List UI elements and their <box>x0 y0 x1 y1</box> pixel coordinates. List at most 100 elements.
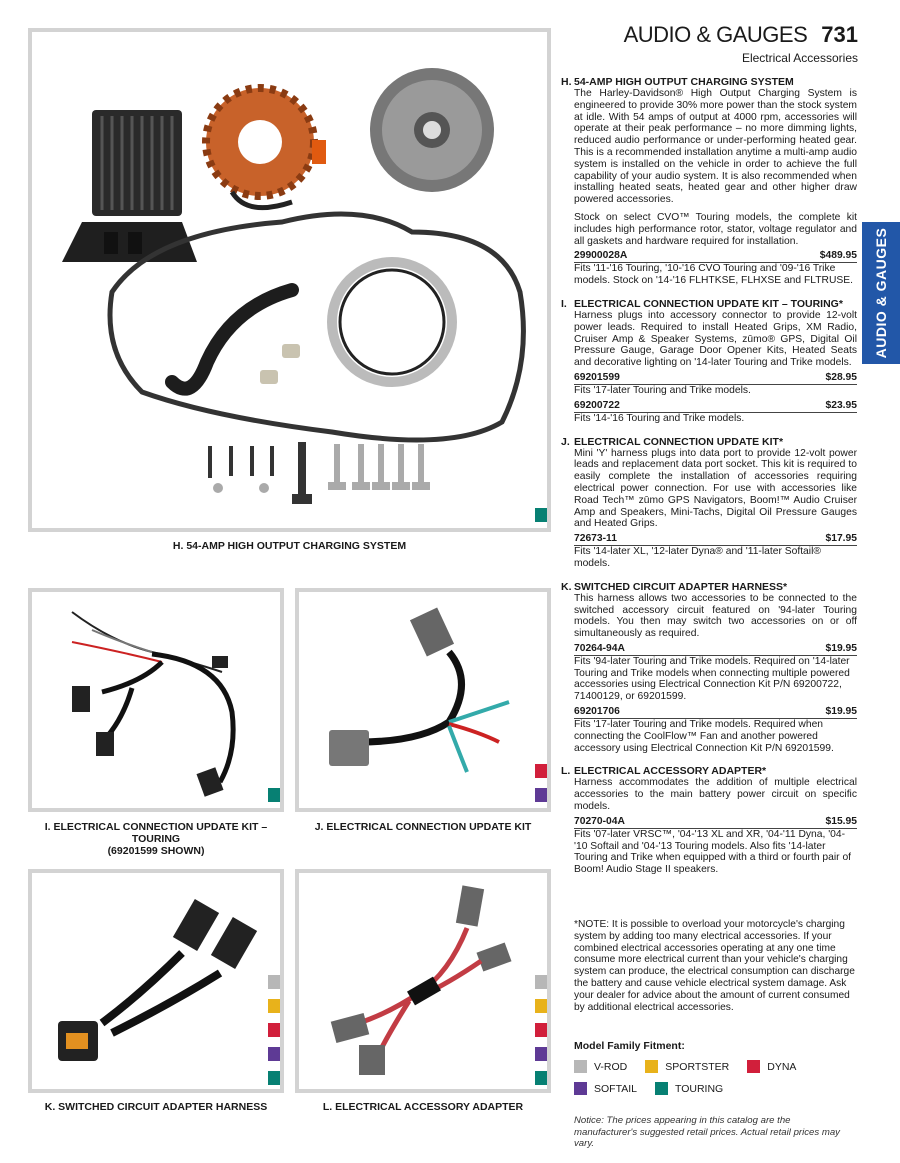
part-price: $23.95 <box>825 399 858 411</box>
charging-system-illustration <box>62 68 526 504</box>
part-fitment: Fits '17-later Touring and Trike models. <box>574 384 751 396</box>
section-j: J.ELECTRICAL CONNECTION UPDATE KIT* Mini… <box>561 436 857 570</box>
part-price: $28.95 <box>825 371 858 383</box>
part-row: 69201706 $19.95 Fits '17-later Touring an… <box>561 706 857 754</box>
fitment-swatch-sportster <box>268 999 280 1013</box>
part-price: $17.95 <box>825 533 858 545</box>
electrical-connection-kit-illustration <box>329 607 510 773</box>
image-frame-i <box>28 588 284 812</box>
section-k-description: This harness allows two accessories to b… <box>574 592 857 640</box>
fitment-legend-title: Model Family Fitment: <box>574 1040 685 1052</box>
part-fitment: Fits '94-later Touring and Trike models.… <box>574 655 850 703</box>
bushing-image <box>282 344 300 358</box>
overload-note: *NOTE: It is possible to overload your m… <box>574 919 855 1013</box>
legend-item-touring: TOURING <box>654 1082 723 1095</box>
part-number: 69200722 <box>574 399 620 411</box>
part-number: 69201706 <box>574 706 620 718</box>
part-number: 70270-04A <box>574 815 625 827</box>
section-h: H.54-AMP HIGH OUTPUT CHARGING SYSTEM The… <box>561 76 857 287</box>
part-price: $489.95 <box>819 250 857 262</box>
fitment-swatch-softail <box>268 1047 280 1061</box>
page-number: 731 <box>821 22 858 47</box>
inner-seal-image <box>327 257 457 387</box>
part-row: 70270-04A $15.95 Fits '07-later VRSC™, '0… <box>561 816 857 876</box>
caption-i-line1: I. ELECTRICAL CONNECTION UPDATE KIT – <box>44 821 268 833</box>
section-h-description: The Harley-Davidson® High Output Chargin… <box>574 88 857 206</box>
bushing-image <box>260 370 278 384</box>
electrical-connection-kit-touring-illustration <box>71 611 236 797</box>
switched-circuit-adapter-illustration <box>58 898 258 1061</box>
caption-i-line2: TOURING <box>131 833 181 845</box>
section-j-description: Mini 'Y' harness plugs into data port to… <box>574 447 857 530</box>
fitment-swatch-softail <box>535 1047 547 1061</box>
image-frame-k <box>28 869 284 1093</box>
part-number: 69201599 <box>574 371 620 383</box>
hose-image <box>165 283 299 396</box>
fitment-swatch-touring <box>268 788 280 802</box>
section-subtitle: Electrical Accessories <box>741 51 858 65</box>
rotor-image <box>370 68 494 192</box>
fitment-swatch-dyna <box>535 1023 547 1037</box>
section-l-heading: L.ELECTRICAL ACCESSORY ADAPTER* <box>561 765 767 778</box>
caption-k: K. SWITCHED CIRCUIT ADAPTER HARNESS <box>44 1101 268 1113</box>
part-row: 69200722 $23.95 Fits '14-'16 Touring and … <box>561 400 857 425</box>
fitment-swatch-vrod <box>535 975 547 989</box>
section-h-heading: H.54-AMP HIGH OUTPUT CHARGING SYSTEM <box>561 76 794 88</box>
model-family-fitment-legend: Model Family Fitment: V-ROD SPORTSTER DY… <box>574 1040 856 1104</box>
part-number: 29900028A <box>574 250 628 262</box>
electrical-accessory-adapter-illustration <box>330 885 512 1075</box>
legend-item-vrod: V-ROD <box>574 1060 627 1073</box>
price-notice: Notice: The prices appearing in this cat… <box>574 1115 840 1149</box>
part-fitment: Fits '11-'16 Touring, '10-'16 CVO Tourin… <box>574 263 854 287</box>
part-fitment: Fits '17-later Touring and Trike models.… <box>574 719 834 754</box>
part-price: $15.95 <box>825 815 858 827</box>
stator-image <box>202 84 326 211</box>
caption-h: H. 54-AMP HIGH OUTPUT CHARGING SYSTEM <box>172 540 407 552</box>
part-row: 29900028A $489.95 Fits '11-'16 Touring, '… <box>561 250 857 287</box>
primary-gasket-image <box>107 211 526 443</box>
part-fitment: Fits '14-'16 Touring and Trike models. <box>574 412 745 424</box>
page-header: AUDIO & GAUGES 731 Electrical Accessories <box>624 22 858 65</box>
legend-item-sportster: SPORTSTER <box>645 1060 729 1073</box>
section-i: I.ELECTRICAL CONNECTION UPDATE KIT – TOU… <box>561 298 857 425</box>
caption-j: J. ELECTRICAL CONNECTION UPDATE KIT <box>314 821 532 833</box>
section-i-heading: I.ELECTRICAL CONNECTION UPDATE KIT – TOU… <box>561 297 843 310</box>
image-frame-h <box>28 28 551 532</box>
section-title: AUDIO & GAUGES <box>623 22 808 47</box>
fitment-swatch-touring <box>535 508 547 522</box>
caption-i: I. ELECTRICAL CONNECTION UPDATE KIT – TO… <box>28 821 284 857</box>
legend-item-dyna: DYNA <box>747 1060 796 1073</box>
part-fitment: Fits '07-later VRSC™, '04-'13 XL and XR,… <box>574 828 852 876</box>
fitment-swatch-softail <box>535 788 547 802</box>
part-row: 72673-11$17.95 Fits '14-later XL, '12-la… <box>561 533 857 570</box>
part-row: 69201599 $28.95 Fits '17-later Touring an… <box>561 372 857 397</box>
fitment-swatch-touring <box>535 1071 547 1085</box>
product-descriptions: H.54-AMP HIGH OUTPUT CHARGING SYSTEM The… <box>561 76 857 887</box>
fitment-swatch-dyna <box>535 764 547 778</box>
caption-i-line3: (69201599 SHOWN) <box>107 845 205 857</box>
fitment-swatch-vrod <box>268 975 280 989</box>
side-tab: AUDIO & GAUGES <box>862 222 900 364</box>
fitment-swatch-dyna <box>268 1023 280 1037</box>
section-l-description: Harness accommodates the addition of mul… <box>574 777 857 813</box>
side-tab-label: AUDIO & GAUGES <box>873 227 889 359</box>
legend-item-softail: SOFTAIL <box>574 1082 637 1095</box>
part-price: $19.95 <box>825 642 858 654</box>
section-k-heading: K.SWITCHED CIRCUIT ADAPTER HARNESS* <box>561 580 788 593</box>
bolts-image <box>208 442 430 504</box>
part-number: 72673-11 <box>574 533 617 545</box>
section-j-heading: J.ELECTRICAL CONNECTION UPDATE KIT* <box>561 435 784 448</box>
voltage-regulator-image <box>62 110 197 262</box>
caption-l: L. ELECTRICAL ACCESSORY ADAPTER <box>322 1101 524 1113</box>
section-l: L.ELECTRICAL ACCESSORY ADAPTER* Harness … <box>561 765 857 876</box>
section-h-description-2: Stock on select CVO™ Touring models, the… <box>574 211 857 247</box>
fitment-swatch-touring <box>268 1071 280 1085</box>
fitment-swatch-sportster <box>535 999 547 1013</box>
image-frame-l <box>295 869 551 1093</box>
part-price: $19.95 <box>825 706 858 718</box>
section-k: K.SWITCHED CIRCUIT ADAPTER HARNESS* This… <box>561 581 857 755</box>
part-row: 70264-94A $19.95 Fits '94-later Touring a… <box>561 643 857 703</box>
section-i-description: Harness plugs into accessory connector t… <box>574 309 857 369</box>
image-frame-j <box>295 588 551 812</box>
part-number: 70264-94A <box>574 642 625 654</box>
